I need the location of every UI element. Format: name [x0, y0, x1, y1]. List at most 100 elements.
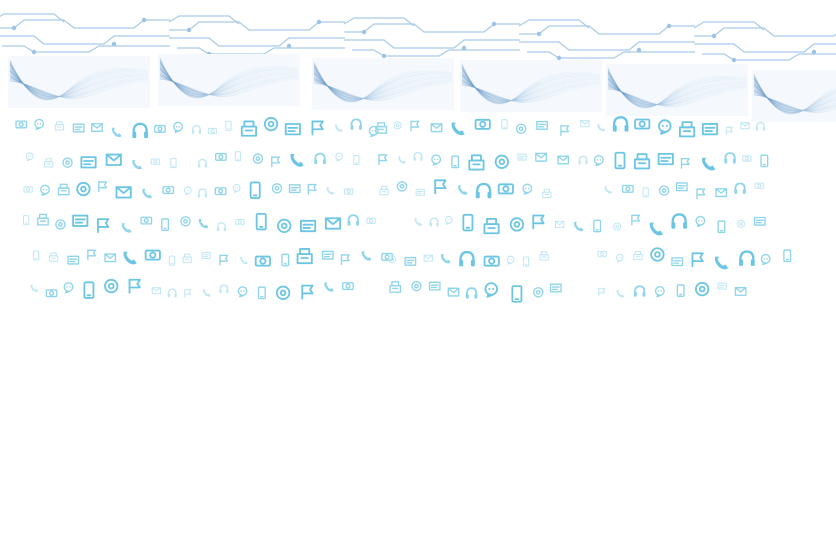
flag-icon: [696, 188, 706, 200]
circuit-node: [556, 55, 562, 61]
at-sign-icon: [62, 157, 73, 168]
smartphone-icon: [170, 158, 177, 169]
phone-handset-icon: [326, 187, 335, 195]
card-icon: [536, 120, 548, 130]
headset-icon: [612, 116, 629, 132]
phone-handset-icon: [398, 156, 406, 164]
smartphone-icon: [168, 255, 176, 266]
headset-icon: [216, 222, 226, 232]
camera-icon: [45, 289, 58, 298]
at-sign-icon: [76, 181, 91, 197]
circuit-node: [11, 25, 17, 31]
camera-icon: [344, 188, 354, 195]
wave-strand: [461, 84, 601, 104]
headset-icon: [167, 288, 177, 298]
at-sign-icon: [55, 219, 66, 230]
flag-icon: [532, 214, 545, 230]
icon-cluster: [198, 212, 376, 234]
circuit-node: [711, 33, 717, 39]
chat-icon: [25, 152, 34, 162]
flag-icon: [128, 278, 141, 294]
circuit-trace: [343, 17, 415, 27]
circuit-node: [381, 53, 387, 59]
chat-icon: [232, 183, 241, 193]
smartphone-icon: [234, 151, 242, 162]
chat-icon: [34, 118, 45, 131]
envelope-icon: [105, 153, 122, 166]
phone-handset-icon: [616, 290, 625, 298]
icon-cluster: [593, 213, 766, 236]
icon-cluster: [375, 118, 548, 136]
card-icon: [753, 216, 766, 226]
phone-handset-icon: [203, 289, 211, 297]
phone-handset-icon: [132, 159, 142, 170]
fax-icon: [37, 213, 49, 226]
circuit-node: [111, 41, 117, 47]
at-sign-icon: [277, 218, 292, 234]
flag-icon: [378, 154, 388, 166]
camera-icon: [23, 186, 33, 193]
flag-icon: [410, 120, 420, 132]
envelope-icon: [580, 120, 590, 128]
flag-icon: [301, 284, 314, 300]
card-icon: [675, 182, 688, 192]
at-sign-icon: [396, 181, 408, 192]
headset-icon: [739, 250, 755, 266]
camera-icon: [254, 255, 271, 267]
icon-cluster: [198, 151, 360, 168]
icon-cluster: [201, 248, 393, 267]
flag-icon: [271, 156, 281, 168]
fax-icon: [679, 121, 696, 138]
icon-cluster: [598, 281, 747, 298]
chat-icon: [431, 154, 442, 166]
circuit-trace: [527, 51, 695, 59]
at-sign-icon: [613, 222, 622, 231]
card-icon: [201, 251, 211, 260]
card-icon: [671, 257, 684, 267]
icon-row: [23, 179, 764, 200]
wave-ribbon-banner: [8, 54, 836, 122]
smartphone-icon: [225, 120, 232, 131]
icon-cluster: [184, 282, 354, 300]
flag-icon: [631, 214, 641, 226]
fax-icon: [539, 251, 549, 261]
icon-cluster: [557, 151, 769, 171]
card-icon: [72, 214, 89, 227]
fax-icon: [633, 250, 643, 261]
circuit-trace: [0, 35, 170, 45]
smartphone-icon: [281, 253, 290, 267]
card-icon: [657, 152, 674, 166]
headset-icon: [671, 213, 687, 229]
envelope-icon: [423, 254, 433, 262]
icon-row: [30, 278, 747, 303]
smartphone-icon: [22, 215, 30, 226]
chat-icon: [63, 282, 74, 294]
icon-cluster: [30, 278, 177, 299]
wave-ribbon-tile: [312, 58, 454, 110]
flag-icon: [311, 120, 324, 136]
card-icon: [284, 123, 301, 136]
circuit-trace: [694, 43, 836, 53]
camera-icon: [621, 184, 634, 193]
fax-icon: [54, 121, 65, 131]
chat-icon: [368, 125, 379, 138]
icon-cluster: [560, 116, 765, 138]
camera-icon: [366, 217, 376, 224]
smartphone-icon: [593, 219, 602, 233]
circuit-node: [636, 47, 642, 53]
card-icon: [288, 184, 301, 194]
headset-icon: [347, 214, 360, 226]
smartphone-icon: [783, 249, 792, 263]
flag-icon: [219, 254, 229, 266]
phone-handset-icon: [361, 251, 372, 261]
fax-icon: [634, 153, 651, 170]
camera-icon: [207, 127, 218, 135]
chat-icon: [522, 183, 533, 195]
icon-cluster: [414, 213, 584, 235]
phone-handset-icon: [121, 223, 132, 233]
fax-icon: [542, 188, 552, 199]
flag-icon: [184, 289, 192, 298]
fax-icon: [44, 158, 54, 168]
circuit-tile: [518, 19, 695, 61]
envelope-icon: [715, 188, 728, 198]
